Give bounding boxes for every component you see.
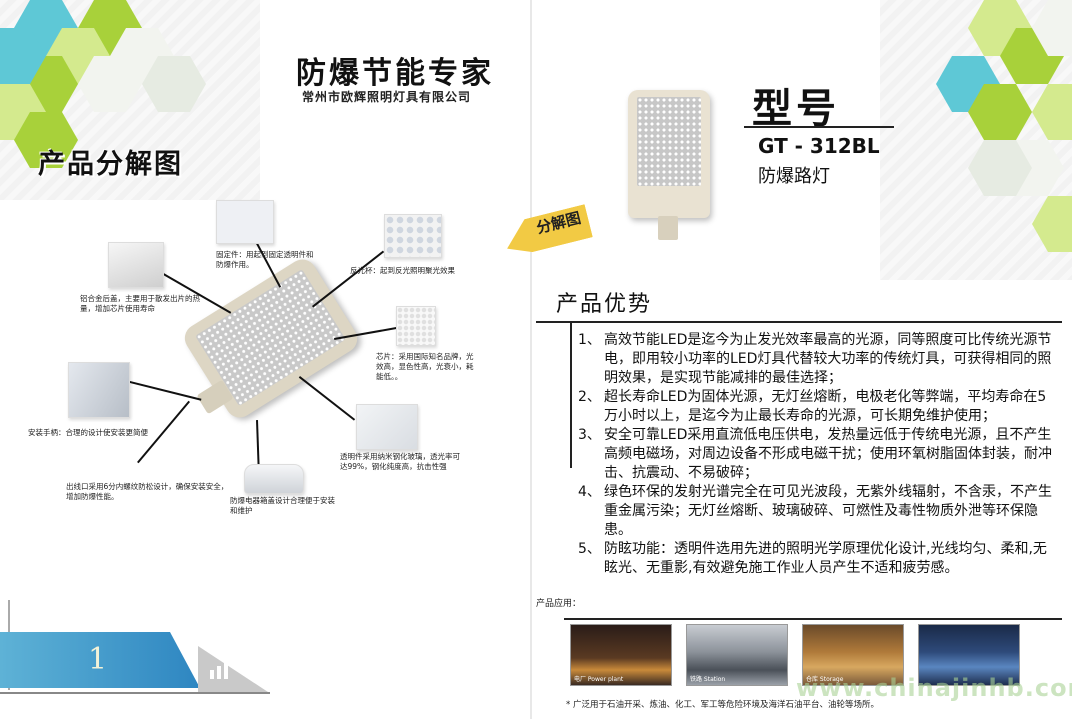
application-photo-station: 铁路 Station [686, 624, 788, 686]
led-array [637, 97, 701, 186]
model-name: 防爆路灯 [758, 166, 830, 187]
applications-label: 产品应用： [536, 599, 582, 609]
rear-cover-image [108, 242, 164, 288]
page-number-band [0, 632, 200, 688]
applications-rule [564, 618, 1062, 620]
advantages-title: 产品优势 [556, 292, 653, 317]
decor-hex [968, 140, 1032, 196]
lamp-mount-neck [658, 216, 678, 240]
model-rule [744, 126, 894, 128]
advantage-text: 安全可靠LED采用直流低电压供电，发热量远低于传统电光源，且不产生高频电磁场，对… [604, 427, 1052, 481]
photo-caption: 仓库 Storage [806, 676, 844, 683]
callout-line [299, 376, 356, 421]
application-photo-warehouse [918, 624, 1020, 686]
callout-line [117, 378, 202, 401]
part-caption: 反光杯：起到反光照明聚光效果 [350, 266, 455, 275]
page-number: 1 [88, 642, 108, 677]
advantage-number: 3、 [578, 427, 601, 443]
decor-hex [142, 56, 206, 112]
part-caption: 固定件：用起到固定透明件和防爆作用。 [216, 250, 314, 269]
spread-divider [530, 0, 532, 719]
brand-title: 防爆节能专家 [296, 56, 494, 91]
company-name: 常州市欧辉照明灯具有限公司 [302, 90, 472, 104]
photo-caption: 铁路 Station [690, 676, 726, 683]
model-code: GT - 312BL [758, 134, 880, 158]
exploded-view-title: 产品分解图 [38, 149, 183, 180]
watermark: www.chinajinhb.com [796, 674, 1072, 702]
photo-caption: 电厂 Power plant [574, 676, 624, 683]
reflector-image [384, 214, 442, 258]
electrical-box-cover-image [244, 464, 304, 494]
decor-hex [968, 84, 1032, 140]
part-caption: 安装手柄：合理的设计使安装更简便 [28, 428, 148, 437]
application-photo-storage: 仓库 Storage [802, 624, 904, 686]
advantage-text: 绿色环保的发射光谱完全在可见光波段，无紫外线辐射，不含汞，不产生重金属污染；无灯… [604, 484, 1052, 538]
part-caption: 芯片：采用国际知名品牌，光效高，显色性高，光衰小，耗能低。。 [376, 352, 474, 381]
advantage-item: 4、绿色环保的发射光谱完全在可见光波段，无紫外线辐射，不含汞，不产生重金属污染；… [578, 483, 1056, 540]
advantages-rule [570, 323, 572, 468]
advantage-text: 超长寿命LED为固体光源，无灯丝熔断，电极老化等弊端，平均寿命在5万小时以上，是… [604, 389, 1047, 424]
part-caption: 铝合金后盖，主要用于散发出片的热量，增加芯片使用寿命 [80, 294, 200, 313]
mounting-handle-image [68, 362, 130, 418]
application-photo-power-plant: 电厂 Power plant [570, 624, 672, 686]
glass-cover-image [356, 404, 418, 450]
led-chip-image [396, 306, 436, 346]
advantage-text: 高效节能LED是迄今为止发光效率最高的光源，同等照度可比传统光源节电，即用较小功… [604, 332, 1052, 386]
product-photo [628, 90, 710, 240]
model-label: 型号 [752, 86, 840, 132]
advantage-item: 1、高效节能LED是迄今为止发光效率最高的光源，同等照度可比传统光源节电，即用较… [578, 331, 1056, 388]
part-caption: 透明件采用纳米钢化玻璃，透光率可达99%，钢化纯度高，抗击性强 [340, 452, 460, 471]
part-caption: 防爆电器箱盖设计合理便于安装和维护 [230, 496, 335, 515]
advantages-list: 1、高效节能LED是迄今为止发光效率最高的光源，同等照度可比传统光源节电，即用较… [578, 331, 1056, 578]
advantage-item: 3、安全可靠LED采用直流低电压供电，发热量远低于传统电光源，且不产生高频电磁场… [578, 426, 1056, 483]
part-caption: 出线口采用6分内螺纹防松设计，确保安装安全，增加防爆性能。 [66, 482, 229, 501]
fixing-frame-image [216, 200, 274, 244]
advantage-number: 4、 [578, 484, 601, 500]
advantages-rule [536, 321, 1062, 323]
advantage-number: 1、 [578, 332, 601, 348]
advantage-item: 5、防眩功能：透明件选用先进的照明光学原理优化设计,光线均匀、柔和,无眩光、无重… [578, 540, 1056, 578]
advantage-number: 2、 [578, 389, 601, 405]
advantage-text: 防眩功能：透明件选用先进的照明光学原理优化设计,光线均匀、柔和,无眩光、无重影,… [604, 541, 1047, 576]
advantage-number: 5、 [578, 541, 601, 557]
bar-chart-icon [210, 661, 228, 679]
advantage-item: 2、超长寿命LED为固体光源，无灯丝熔断，电极老化等弊端，平均寿命在5万小时以上… [578, 388, 1056, 426]
footer-rule [0, 692, 270, 694]
applications-note: * 广泛用于石油开采、炼油、化工、军工等危险环境及海洋石油平台、油轮等场所。 [566, 700, 879, 710]
